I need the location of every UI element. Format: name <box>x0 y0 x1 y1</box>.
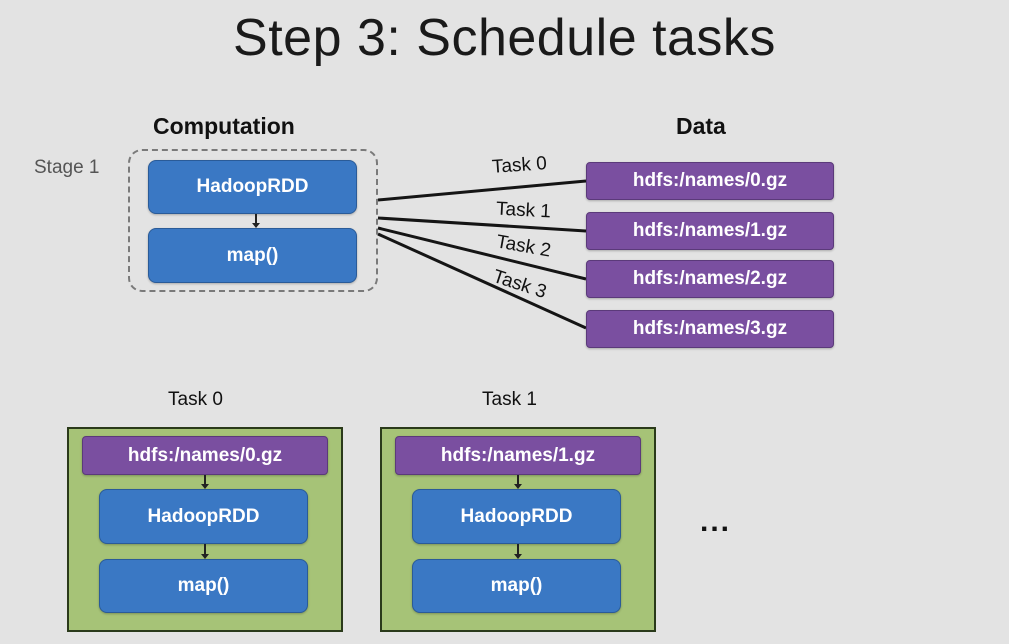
stage-hadooprdd-box: HadoopRDD <box>148 160 357 214</box>
task-3-edge <box>377 232 587 330</box>
task-0-title: Task 0 <box>168 389 223 410</box>
data-file-2: hdfs:/names/2.gz <box>586 260 834 298</box>
stage-label: Stage 1 <box>34 157 100 178</box>
task-0-connector-2 <box>201 544 209 559</box>
stage-box <box>128 149 378 292</box>
more-tasks-ellipsis: ... <box>700 505 732 538</box>
computation-heading: Computation <box>153 113 295 139</box>
task-1-connector-2 <box>514 544 522 559</box>
task-0-file: hdfs:/names/0.gz <box>82 436 328 475</box>
task-1-file: hdfs:/names/1.gz <box>395 436 641 475</box>
task-0-map-box: map() <box>99 559 308 613</box>
task-0-edge <box>377 179 587 202</box>
data-file-3: hdfs:/names/3.gz <box>586 310 834 348</box>
task-0-hadooprdd-box: HadoopRDD <box>99 489 308 544</box>
task-1-connector-1 <box>514 475 522 489</box>
edge-label-task-1: Task 1 <box>495 198 552 223</box>
task-1-hadooprdd-box: HadoopRDD <box>412 489 621 544</box>
task-1-title: Task 1 <box>482 389 537 410</box>
task-1-map-box: map() <box>412 559 621 613</box>
data-file-0: hdfs:/names/0.gz <box>586 162 834 200</box>
data-file-1: hdfs:/names/1.gz <box>586 212 834 250</box>
data-heading: Data <box>676 113 726 139</box>
task-1-edge <box>377 216 587 233</box>
stage-connector <box>252 214 260 228</box>
task-0-connector-1 <box>201 475 209 489</box>
edge-label-task-0: Task 0 <box>491 153 548 178</box>
task-2-edge <box>377 226 587 281</box>
slide-title: Step 3: Schedule tasks <box>233 9 776 67</box>
stage-map-box: map() <box>148 228 357 283</box>
